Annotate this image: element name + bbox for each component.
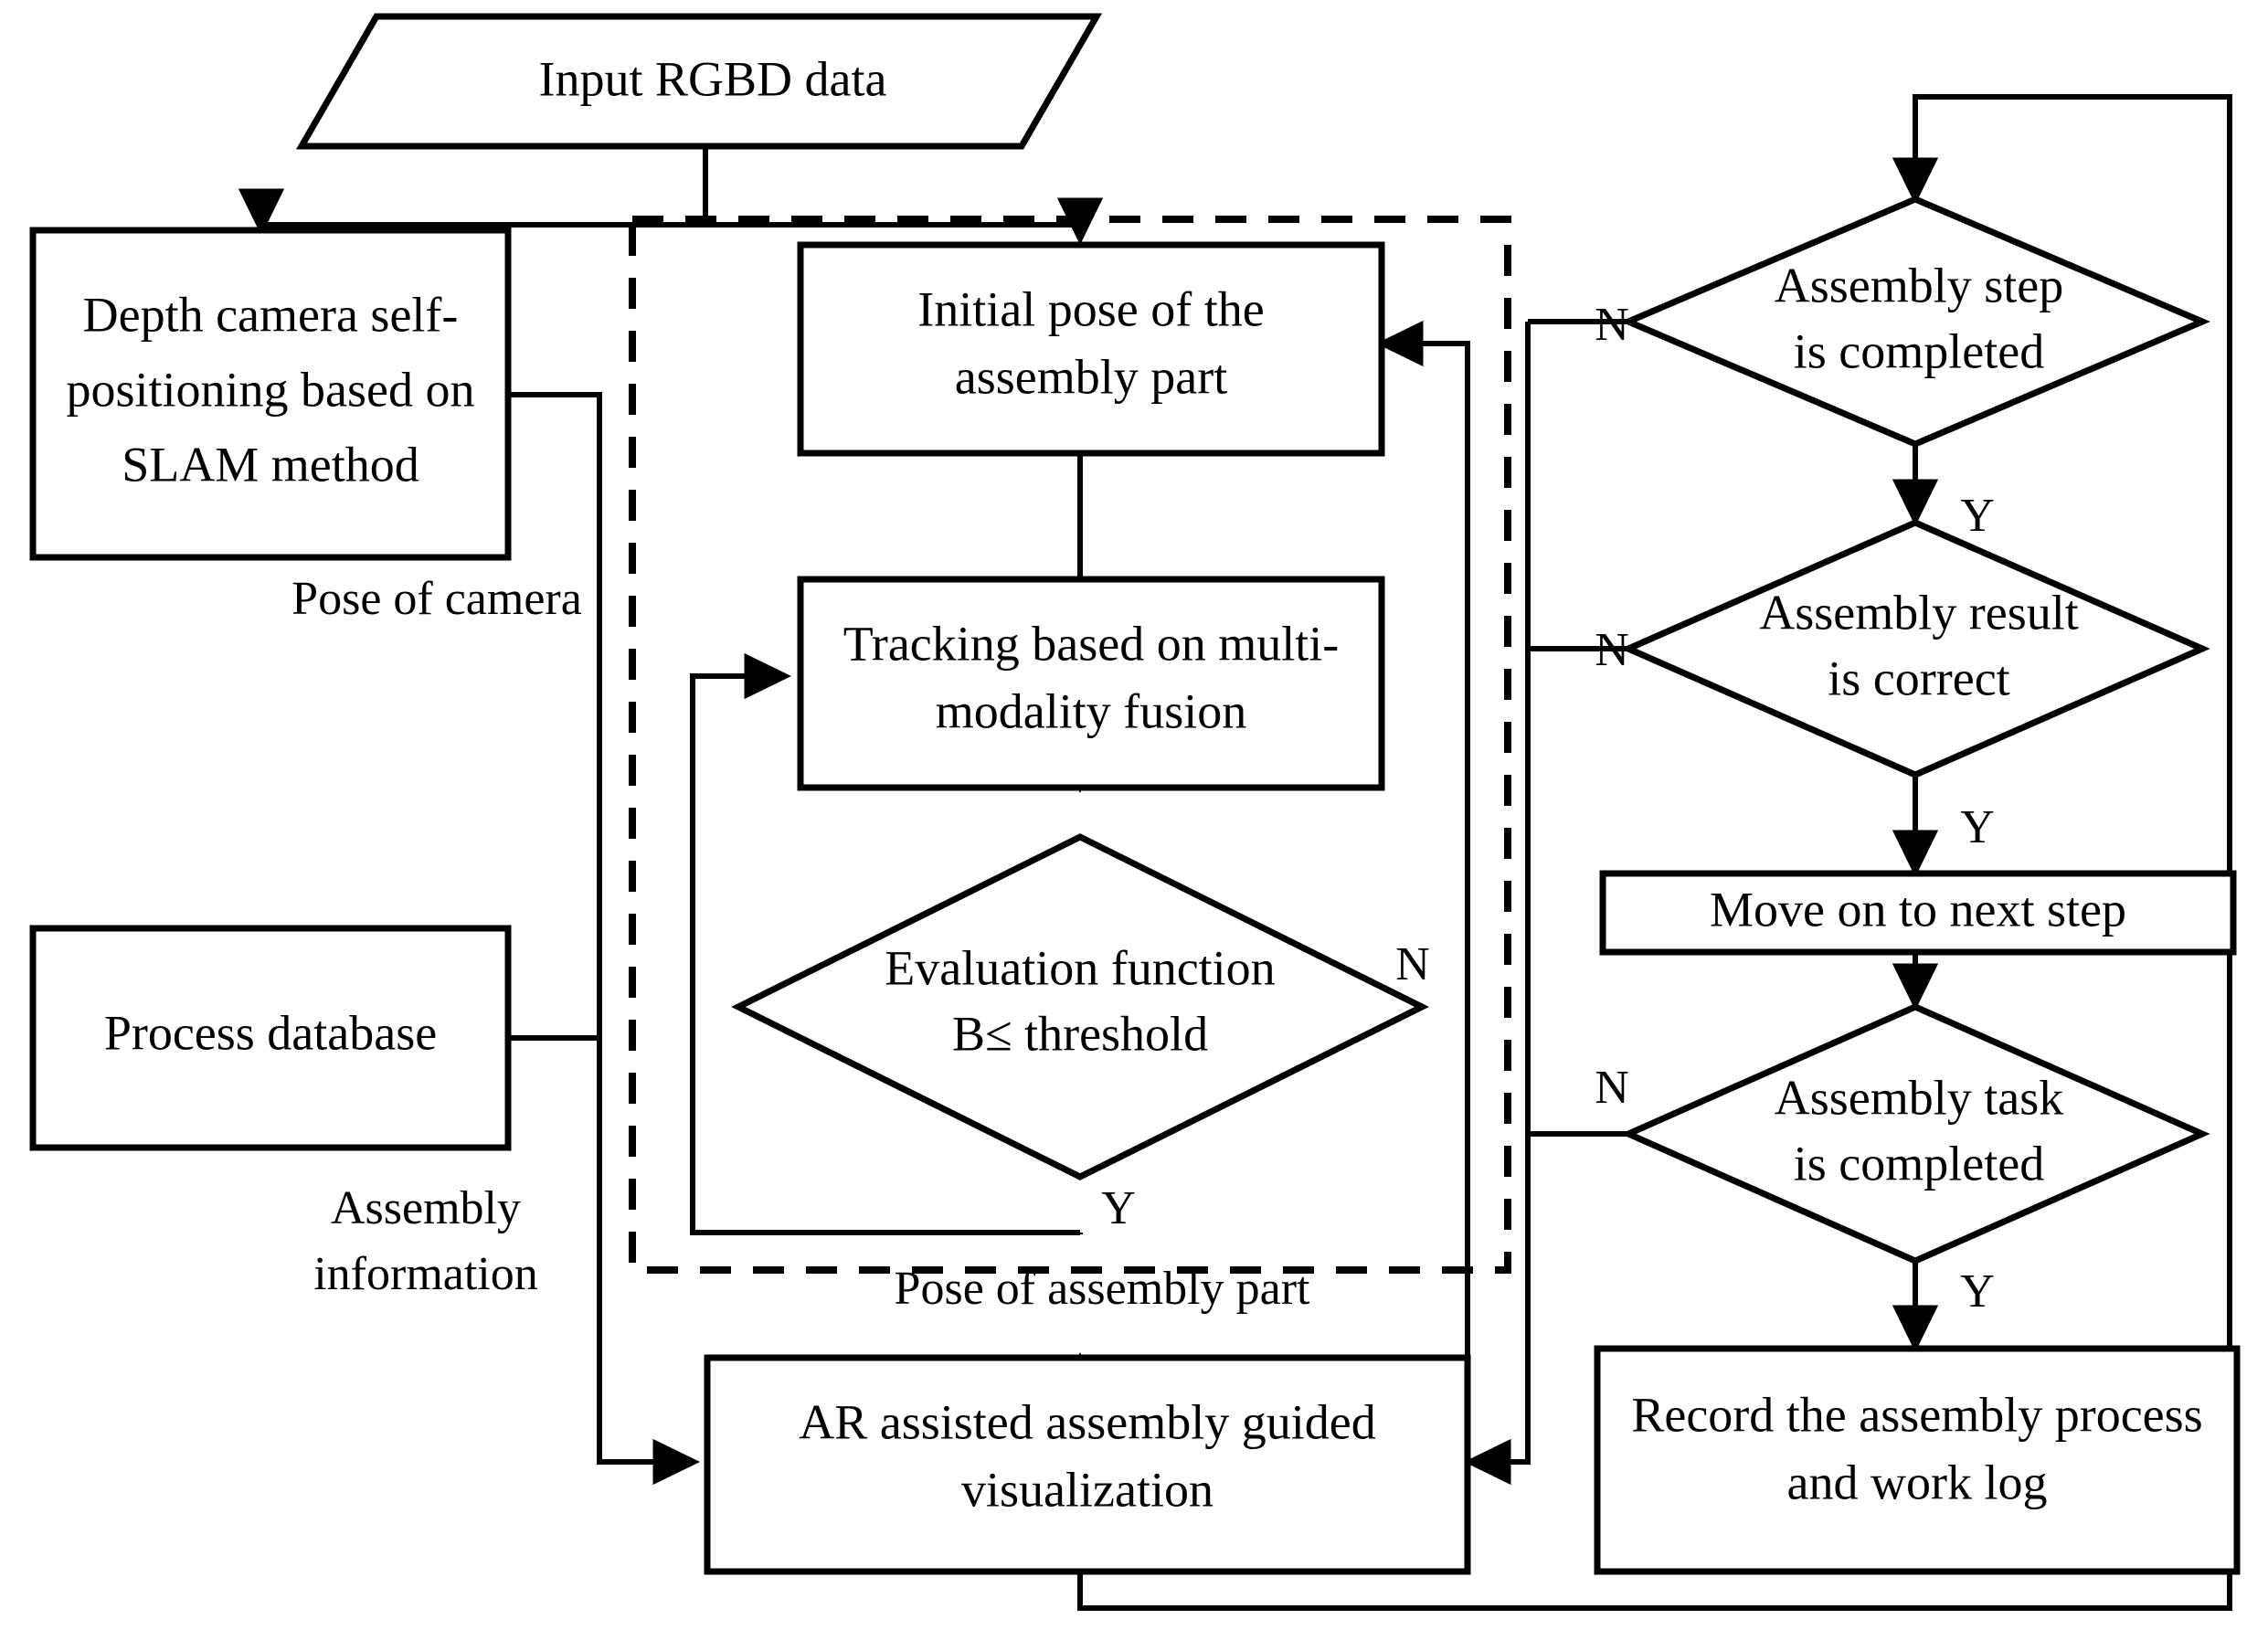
edge-label-pose-of-assembly-part: Pose of assembly part [895,1263,1310,1315]
node-record-line2: and work log [1787,1455,2048,1509]
decision-label-result-correct-no: N [1595,624,1629,676]
node-next-step-label: Move on to next step [1710,882,2126,937]
decision-label-task-done-yes: Y [1960,1265,1995,1318]
node-initial-pose-line2: assembly part [955,349,1227,404]
node-slam-box [29,227,512,561]
decision-label-result-correct-yes: Y [1960,801,1995,853]
node-initial-pose-line1: Initial pose of the [917,281,1264,336]
node-slam-line3: SLAM method [122,437,419,492]
node-assembly-task-line2: is completed [1794,1136,2044,1191]
node-assembly-result-line1: Assembly result [1759,585,2078,640]
node-evaluation-diamond [731,833,1429,1180]
node-assembly-result-diamond [1620,519,2210,778]
node-record-box [1594,1345,2241,1575]
node-record-line1: Record the assembly process [1631,1387,2202,1442]
node-ar-visualization-line2: visualization [961,1462,1213,1517]
edge-no-rail-to-ar [1463,322,1531,1486]
node-process-database-label: Process database [104,1005,437,1060]
edge-ar-to-assembly-step [1077,94,2232,1611]
decision-label-evaluation-no: N [1395,938,1430,990]
edge-evaluation-no-to-initial-pose [1375,320,1470,1365]
node-assembly-task-line1: Assembly task [1775,1070,2064,1125]
node-ar-visualization-line1: AR assisted assembly guided [799,1394,1375,1449]
edge-input-split [261,146,1080,228]
node-evaluation-line1: Evaluation function [885,940,1275,995]
edge-label-assembly-information-line2: information [313,1248,538,1300]
decision-label-evaluation-yes: Y [1101,1182,1136,1234]
decision-label-step-done-yes: Y [1960,490,1995,542]
edge-evaluation-loop-to-tracking [690,676,1083,1235]
decision-label-step-done-no: N [1595,299,1629,351]
edge-label-pose-of-camera: Pose of camera [291,573,582,625]
node-evaluation-line2: B≤ threshold [952,1006,1208,1061]
node-assembly-step-line2: is completed [1794,323,2044,378]
node-slam-line2: positioning based on [67,362,475,417]
node-tracking-box [797,576,1385,791]
node-ar-visualization-box [704,1354,1471,1575]
node-input-rgbd-data-label: Input RGBD data [539,51,887,106]
node-next-step-box [1599,870,2237,956]
node-input-rgbd-data [295,13,1103,150]
node-assembly-step-diamond [1620,196,2210,448]
edge-slam-to-ar [508,392,701,1486]
edge-label-assembly-information-line1: Assembly [331,1182,521,1234]
node-slam-line1: Depth camera self- [83,287,459,342]
node-assembly-result-line2: is correct [1828,651,2009,705]
node-initial-pose-box [797,241,1385,457]
decision-label-task-done-no: N [1595,1062,1629,1114]
node-tracking-line2: modality fusion [936,683,1246,738]
node-process-database-box [29,925,512,1151]
node-assembly-task-diamond [1620,1003,2210,1265]
node-tracking-line1: Tracking based on multi- [843,616,1339,671]
node-assembly-step-line1: Assembly step [1775,258,2064,312]
